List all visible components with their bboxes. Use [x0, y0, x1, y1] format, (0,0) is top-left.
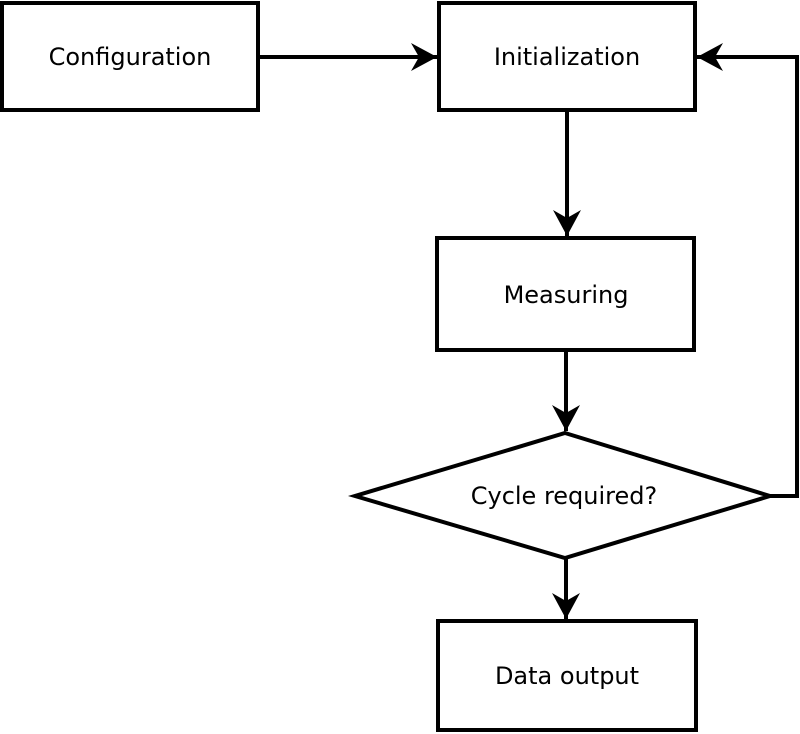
- node-data-output-box: [436, 619, 698, 732]
- edge-cycle-required-loop-to-initialization: [697, 43, 799, 498]
- node-configuration-label: Configuration: [49, 43, 212, 71]
- node-data-output-label: Data output: [495, 662, 639, 690]
- node-measuring-label: Measuring: [504, 281, 629, 309]
- node-initialization-label: Initialization: [494, 43, 640, 71]
- node-initialization-box: [437, 1, 697, 112]
- node-cycle-required-diamond: [347, 430, 777, 561]
- node-measuring-box: [435, 236, 696, 352]
- node-cycle-required-label: Cycle required?: [471, 482, 658, 510]
- node-configuration-box: [0, 1, 260, 112]
